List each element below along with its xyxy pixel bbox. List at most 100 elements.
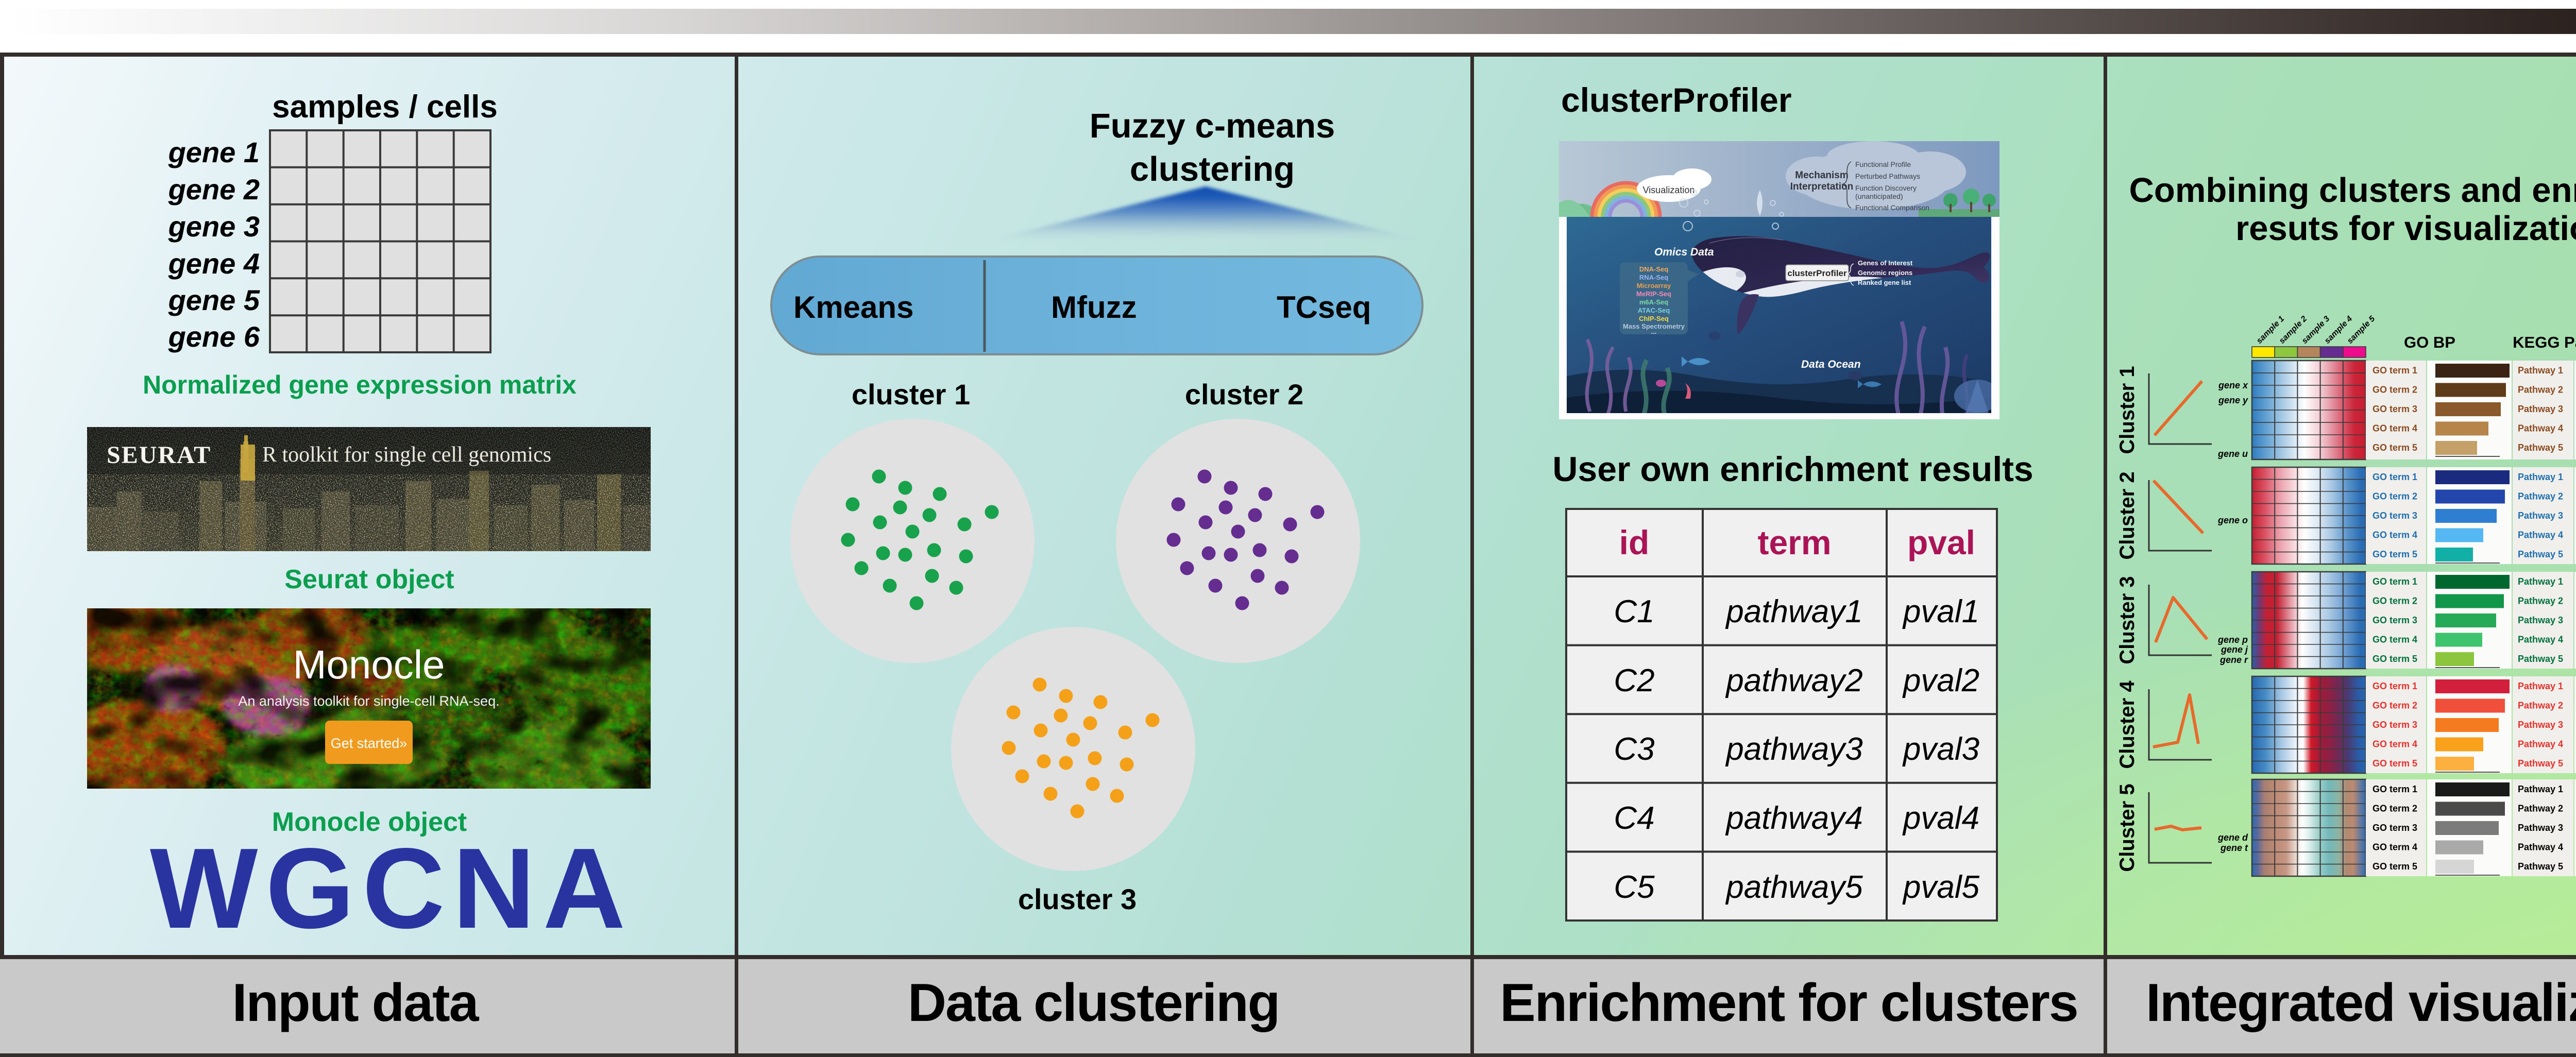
svg-text:GO term 5: GO term 5 [2372, 442, 2417, 453]
svg-text:gene t: gene t [2220, 843, 2248, 853]
svg-text:Pathway 5: Pathway 5 [2518, 442, 2563, 453]
svg-text:pval3: pval3 [1902, 731, 1979, 767]
svg-text:Pathway 2: Pathway 2 [2518, 491, 2563, 502]
svg-text:GO term 1: GO term 1 [2372, 576, 2417, 587]
svg-text:GO term 2: GO term 2 [2372, 491, 2417, 502]
svg-text:Visualization: Visualization [1643, 185, 1695, 195]
svg-text:Pathway 3: Pathway 3 [2518, 823, 2563, 833]
svg-text:Pathway 1: Pathway 1 [2518, 784, 2563, 794]
svg-text:RNA-Seq: RNA-Seq [1639, 274, 1668, 281]
svg-text:Get started»: Get started» [331, 736, 408, 751]
svg-text:pval2: pval2 [1902, 663, 1979, 698]
svg-text:C2: C2 [1614, 663, 1654, 698]
svg-text:Mass Spectrometry: Mass Spectrometry [1623, 322, 1685, 330]
svg-text:Pathway 4: Pathway 4 [2518, 635, 2563, 645]
svg-text:pathway1: pathway1 [1725, 594, 1862, 629]
svg-text:C1: C1 [1614, 594, 1654, 629]
svg-text:GO term 3: GO term 3 [2372, 823, 2417, 833]
svg-text:GO term 3: GO term 3 [2372, 404, 2417, 414]
svg-text:Interpretation: Interpretation [1790, 181, 1853, 192]
svg-text:Pathway 3: Pathway 3 [2518, 510, 2563, 521]
svg-text:SEURAT: SEURAT [107, 441, 211, 469]
svg-text:GO term 2: GO term 2 [2372, 385, 2417, 395]
svg-text:gene d: gene d [2217, 832, 2248, 843]
svg-text:GO term 3: GO term 3 [2372, 510, 2417, 521]
svg-text:R toolkit for single cell geno: R toolkit for single cell genomics [262, 443, 551, 467]
svg-text:Pathway 5: Pathway 5 [2518, 861, 2563, 872]
svg-text:GO term 2: GO term 2 [2372, 804, 2417, 814]
svg-text:gene j: gene j [2221, 644, 2248, 655]
svg-text:Function Discovery: Function Discovery [1855, 184, 1917, 192]
svg-text:Pathway 4: Pathway 4 [2518, 842, 2563, 853]
svg-text:gene x: gene x [2218, 380, 2248, 390]
svg-text:pathway2: pathway2 [1725, 663, 1862, 698]
svg-text:m6A-Seq: m6A-Seq [1639, 298, 1668, 306]
svg-text:Omics Data: Omics Data [1654, 246, 1714, 258]
svg-text:KEGG Pathway: KEGG Pathway [2513, 333, 2576, 351]
svg-text:Pathway 1: Pathway 1 [2518, 365, 2563, 376]
svg-text:gene r: gene r [2219, 655, 2248, 665]
svg-text:GO BP: GO BP [2404, 333, 2455, 351]
svg-text:GO term 4: GO term 4 [2372, 530, 2417, 540]
svg-text:pval: pval [1907, 523, 1975, 561]
svg-text:GO term 1: GO term 1 [2372, 365, 2417, 376]
svg-text:An analysis toolkit for single: An analysis toolkit for single-cell RNA-… [238, 693, 499, 709]
svg-text:Pathway 3: Pathway 3 [2518, 615, 2563, 625]
svg-text:Cluster 5: Cluster 5 [2116, 783, 2139, 872]
svg-text:C4: C4 [1614, 800, 1654, 836]
svg-text:GO term 3: GO term 3 [2372, 720, 2417, 730]
svg-text:ATAC-Seq: ATAC-Seq [1638, 306, 1670, 314]
svg-text:gene u: gene u [2217, 449, 2248, 459]
svg-text:Pathway 1: Pathway 1 [2518, 472, 2563, 482]
svg-text:GO term 4: GO term 4 [2372, 635, 2417, 645]
svg-text:C3: C3 [1614, 731, 1654, 767]
svg-text:Cluster 3: Cluster 3 [2116, 576, 2139, 664]
svg-text:Mechanism: Mechanism [1795, 170, 1848, 181]
svg-text:pval1: pval1 [1902, 594, 1979, 629]
svg-text:...: ... [1651, 328, 1657, 335]
svg-text:GO term 1: GO term 1 [2372, 784, 2417, 794]
svg-text:Functional Profile: Functional Profile [1855, 160, 1911, 168]
svg-text:GO term 2: GO term 2 [2372, 596, 2417, 606]
svg-text:GO term 5: GO term 5 [2372, 549, 2417, 559]
svg-text:Pathway 3: Pathway 3 [2518, 720, 2563, 730]
svg-text:pathway5: pathway5 [1725, 870, 1863, 905]
svg-text:Pathway 2: Pathway 2 [2518, 701, 2563, 711]
svg-text:Pathway 1: Pathway 1 [2518, 681, 2563, 691]
svg-text:GO term 4: GO term 4 [2372, 739, 2417, 749]
svg-text:Monocle: Monocle [293, 642, 445, 687]
svg-text:Pathway 4: Pathway 4 [2518, 423, 2563, 434]
svg-text:gene o: gene o [2217, 515, 2248, 525]
svg-text:GO term 5: GO term 5 [2372, 654, 2417, 664]
svg-text:MeRIP-Seq: MeRIP-Seq [1636, 290, 1671, 298]
svg-text:GO term 3: GO term 3 [2372, 615, 2417, 625]
svg-text:C5: C5 [1614, 870, 1655, 905]
svg-text:term: term [1757, 523, 1831, 561]
svg-text:Genes of Interest: Genes of Interest [1858, 259, 1913, 267]
svg-text:GO term 4: GO term 4 [2372, 842, 2417, 853]
svg-text:clusterProfiler: clusterProfiler [1787, 268, 1847, 278]
svg-text:id: id [1619, 523, 1650, 561]
svg-text:Pathway 2: Pathway 2 [2518, 804, 2563, 814]
svg-text:gene y: gene y [2218, 395, 2248, 405]
svg-text:pval5: pval5 [1902, 870, 1980, 905]
svg-text:Microarray: Microarray [1637, 282, 1671, 289]
svg-text:GO term 4: GO term 4 [2372, 423, 2417, 434]
svg-text:Ranked gene list: Ranked gene list [1858, 279, 1911, 286]
svg-text:GO term 2: GO term 2 [2372, 701, 2417, 711]
svg-text:(unanticipated): (unanticipated) [1855, 192, 1903, 200]
svg-text:Genomic regions: Genomic regions [1858, 269, 1912, 277]
svg-text:pathway4: pathway4 [1725, 800, 1862, 836]
svg-text:Pathway 4: Pathway 4 [2518, 739, 2563, 749]
svg-text:GO term 1: GO term 1 [2372, 472, 2417, 482]
svg-text:GO term 5: GO term 5 [2372, 861, 2417, 872]
svg-text:Pathway 5: Pathway 5 [2518, 654, 2563, 664]
svg-text:GO term 1: GO term 1 [2372, 681, 2417, 691]
svg-text:Pathway 3: Pathway 3 [2518, 404, 2563, 414]
svg-text:Cluster 2: Cluster 2 [2116, 471, 2139, 559]
svg-text:Perturbed Pathways: Perturbed Pathways [1855, 172, 1920, 180]
svg-text:DNA-Seq: DNA-Seq [1639, 265, 1668, 273]
svg-text:ChIP-Seq: ChIP-Seq [1639, 315, 1669, 322]
svg-text:Pathway 2: Pathway 2 [2518, 385, 2563, 395]
svg-text:pathway3: pathway3 [1725, 731, 1862, 767]
